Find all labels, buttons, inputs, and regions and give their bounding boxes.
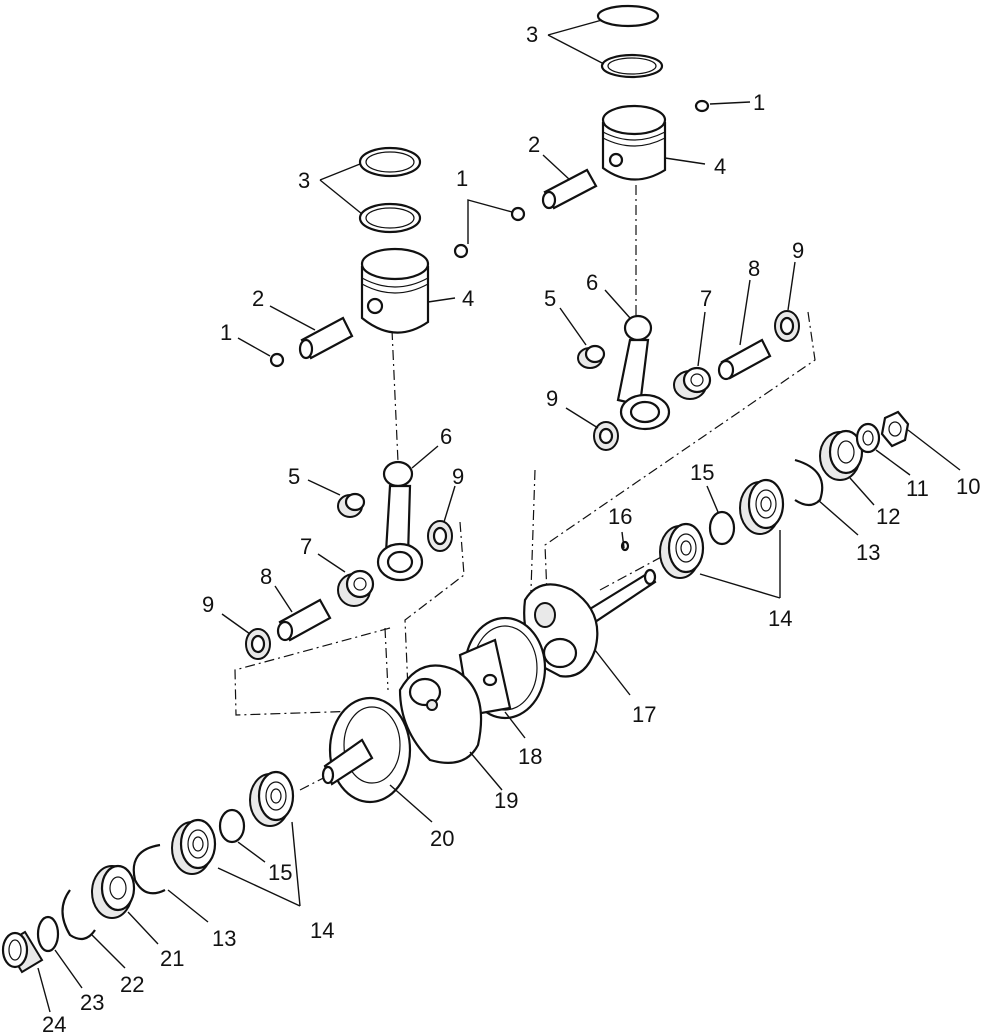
callout-19: 19	[494, 788, 518, 813]
crankshaft-web-left	[328, 696, 412, 804]
callout-8-left: 8	[260, 564, 272, 589]
piston-pin-left	[298, 316, 354, 360]
needle-bearing-large-left	[337, 569, 375, 607]
callout-8-right: 8	[748, 256, 760, 281]
callout-16: 16	[608, 504, 632, 529]
piston-left	[360, 247, 430, 334]
callout-9-left-upper: 9	[452, 464, 464, 489]
callout-13-right: 13	[856, 540, 880, 565]
callout-24: 24	[42, 1012, 66, 1034]
callout-15-left: 15	[268, 860, 292, 885]
washer-right-11	[855, 422, 881, 454]
main-bearing-right-outer	[739, 478, 785, 535]
needle-bearing-large-right	[673, 366, 712, 400]
retaining-ring-left-22	[61, 889, 96, 941]
retaining-ring-left-13	[132, 843, 166, 895]
connecting-rod-left	[376, 460, 424, 582]
crankshaft-web-center	[398, 664, 483, 764]
thrust-washer-right-upper	[774, 310, 800, 342]
main-bearing-left-outer	[171, 818, 217, 875]
callout-1-upper-right: 1	[753, 90, 765, 115]
piston-ring-top-right	[596, 4, 660, 28]
callout-7-right: 7	[700, 286, 712, 311]
callout-7-left: 7	[300, 534, 312, 559]
nut-right-10	[880, 410, 910, 448]
callout-11: 11	[906, 476, 929, 501]
crank-pin-left	[276, 598, 332, 642]
callout-labels: 3 1 2 4 1 3 2 4 1 5 6 8 7 9 9 6 5 9 7 8 …	[42, 22, 980, 1034]
crank-pin-right	[717, 338, 772, 381]
callout-17: 17	[632, 702, 656, 727]
callout-9-right-upper: 9	[792, 238, 804, 263]
callout-14-right: 14	[768, 606, 792, 631]
main-bearing-left-inner	[249, 770, 295, 827]
circlip-center	[510, 206, 526, 222]
callout-2-upper-right: 2	[528, 132, 540, 157]
callout-22: 22	[120, 972, 144, 997]
piston-pin-right	[541, 168, 598, 210]
callout-13-left: 13	[212, 926, 236, 951]
piston-right	[601, 104, 667, 181]
snap-ring-right-15	[708, 510, 736, 546]
crankshaft-right-shaft	[583, 540, 657, 626]
needle-bearing-small-right	[577, 344, 606, 369]
main-bearing-right-inner	[659, 522, 705, 579]
conrod-group-left	[245, 460, 453, 660]
callout-3-upper-right: 3	[526, 22, 538, 47]
retaining-ring-right-13	[794, 458, 824, 507]
callout-21: 21	[160, 946, 184, 971]
crankshaft	[321, 540, 657, 804]
callout-20: 20	[430, 826, 454, 851]
left-end-hardware	[1, 770, 295, 974]
piston-ring-second-right	[600, 53, 664, 79]
callout-4-upper-right: 4	[714, 154, 726, 179]
circlip-left-lower	[269, 352, 285, 368]
thrust-washer-right-lower	[593, 421, 619, 451]
callout-10: 10	[956, 474, 980, 499]
callout-14-left: 14	[310, 918, 334, 943]
thrust-washer-left-lower	[245, 628, 271, 660]
leader-lines	[37, 19, 961, 1013]
needle-bearing-small-left	[337, 492, 366, 518]
callout-2-left: 2	[252, 286, 264, 311]
callout-15-right: 15	[690, 460, 714, 485]
seal-left-21	[91, 864, 136, 919]
callout-9-left-lower: 9	[202, 592, 214, 617]
piston-group-right	[510, 4, 710, 222]
o-ring-left-23	[36, 915, 60, 953]
callout-18: 18	[518, 744, 542, 769]
circlip-left-upper	[453, 243, 469, 259]
piston-group-left	[269, 146, 469, 368]
conrod-group-right	[577, 310, 800, 451]
callout-5-right: 5	[544, 286, 556, 311]
callout-6-left: 6	[440, 424, 452, 449]
callout-5-left: 5	[288, 464, 300, 489]
callout-23: 23	[80, 990, 104, 1015]
right-end-hardware	[659, 410, 910, 579]
piston-ring-top-left	[358, 146, 422, 178]
callout-4-left: 4	[462, 286, 474, 311]
callout-1-center: 1	[456, 166, 468, 191]
sleeve-left-24	[1, 930, 44, 974]
callout-1-left: 1	[220, 320, 232, 345]
circlip-right	[694, 99, 710, 113]
connecting-rod-right	[616, 314, 671, 431]
callout-6-right: 6	[586, 270, 598, 295]
callout-9-right-lower: 9	[546, 386, 558, 411]
callout-3-left: 3	[298, 168, 310, 193]
seal-right-12	[819, 429, 864, 481]
crankshaft-left-shaft	[321, 738, 374, 786]
snap-ring-left-15	[218, 808, 246, 844]
thrust-washer-left-upper	[427, 520, 453, 552]
piston-ring-second-left	[358, 202, 422, 234]
callout-12: 12	[876, 504, 900, 529]
